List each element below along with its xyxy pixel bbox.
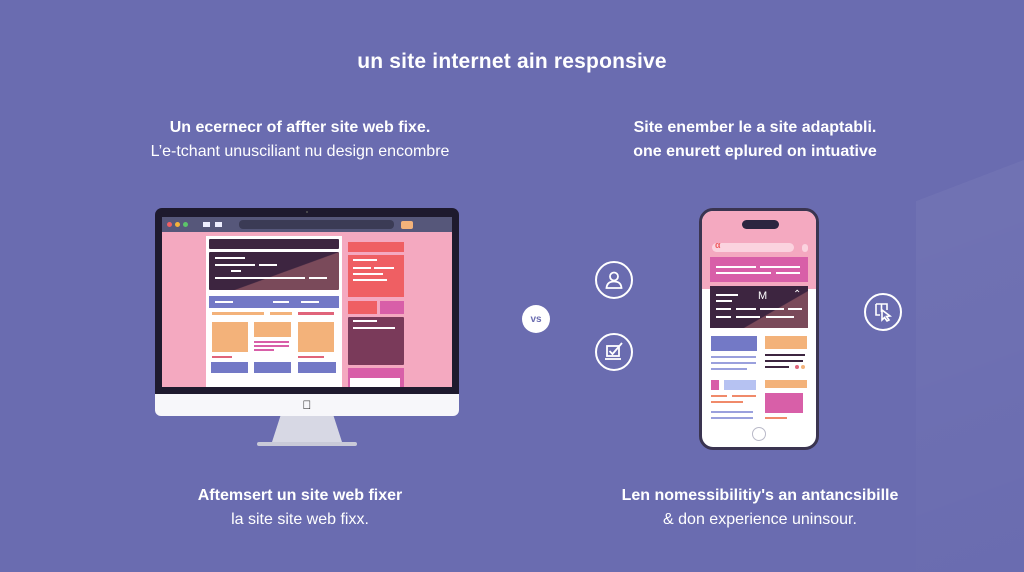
- vs-badge: vs: [522, 305, 550, 333]
- desktop-website-screen: [162, 217, 452, 387]
- mobile-hero: M ⌃: [710, 286, 808, 328]
- mobile-website-screen: α M ⌃: [702, 211, 816, 447]
- touch-cursor-icon: [864, 293, 902, 331]
- caption-subtext: L’e-tchant unusciliant nu design encombr…: [150, 143, 450, 160]
- home-button: [752, 427, 766, 441]
- browser-action-icon: [401, 220, 413, 229]
- close-dot-icon: [167, 222, 172, 227]
- content-button: [254, 362, 291, 373]
- monitor-chin: : [155, 394, 459, 416]
- caption-heading: Aftemsert un site web fixer: [197, 487, 403, 504]
- mobile-phone-illustration: α M ⌃: [699, 208, 819, 450]
- caption-heading: Un ecernecr of affter site web fixe.: [169, 119, 431, 136]
- hero-banner: [209, 252, 339, 290]
- content-card: [212, 322, 248, 352]
- content-button: [211, 362, 248, 373]
- caption-heading: Len nomessibilitiy's an antancsibille: [621, 487, 899, 504]
- mobile-search-bar: α: [712, 240, 794, 252]
- content-button: [298, 362, 336, 373]
- caption-fixed-bottom: Aftemsert un site web fixer la site site…: [160, 484, 440, 532]
- user-circle-icon: [595, 261, 633, 299]
- caption-subtext: one enurett eplured on intuative: [633, 143, 877, 160]
- sidebar-panel: [348, 317, 404, 365]
- background-facet: [916, 160, 1024, 572]
- header-bar: [209, 239, 339, 249]
- page-title: un site internet ain responsive: [357, 50, 667, 73]
- content-card: [254, 322, 291, 337]
- caption-responsive-top: Site enember le a site adaptabli. one en…: [590, 116, 920, 164]
- sidebar-card: [348, 255, 404, 297]
- monitor-stand: [272, 416, 342, 442]
- sidebar-header: [348, 242, 404, 252]
- browser-toolbar: [162, 217, 452, 232]
- tab-icon: [215, 222, 222, 227]
- mobile-card: [711, 336, 757, 351]
- tab-icon: [203, 222, 210, 227]
- url-bar: [239, 220, 394, 229]
- desktop-monitor-illustration: : [155, 208, 459, 446]
- monitor-foot: [257, 442, 357, 446]
- nav-bar: [209, 296, 339, 308]
- caption-subtext: la site site web fixx.: [231, 511, 369, 528]
- checkbox-laptop-icon: [595, 333, 633, 371]
- mobile-card: [765, 336, 807, 349]
- mobile-image-block: [765, 393, 803, 413]
- apple-logo-icon: : [303, 398, 312, 412]
- mobile-banner: [710, 257, 808, 282]
- monitor-bezel: [155, 208, 459, 394]
- caption-fixed-top: Un ecernecr of affter site web fixe. L’e…: [120, 116, 480, 164]
- caption-responsive-bottom: Len nomessibilitiy's an antancsibille & …: [590, 484, 930, 532]
- minimize-dot-icon: [175, 222, 180, 227]
- maximize-dot-icon: [183, 222, 188, 227]
- camera-dot: [306, 211, 308, 213]
- phone-notch: [742, 220, 779, 229]
- caption-subtext: & don experience uninsour.: [663, 511, 857, 528]
- caption-heading: Site enember le a site adaptabli.: [633, 119, 877, 136]
- page-main-column: [206, 236, 342, 387]
- content-card: [298, 322, 334, 352]
- mic-icon: [802, 244, 808, 252]
